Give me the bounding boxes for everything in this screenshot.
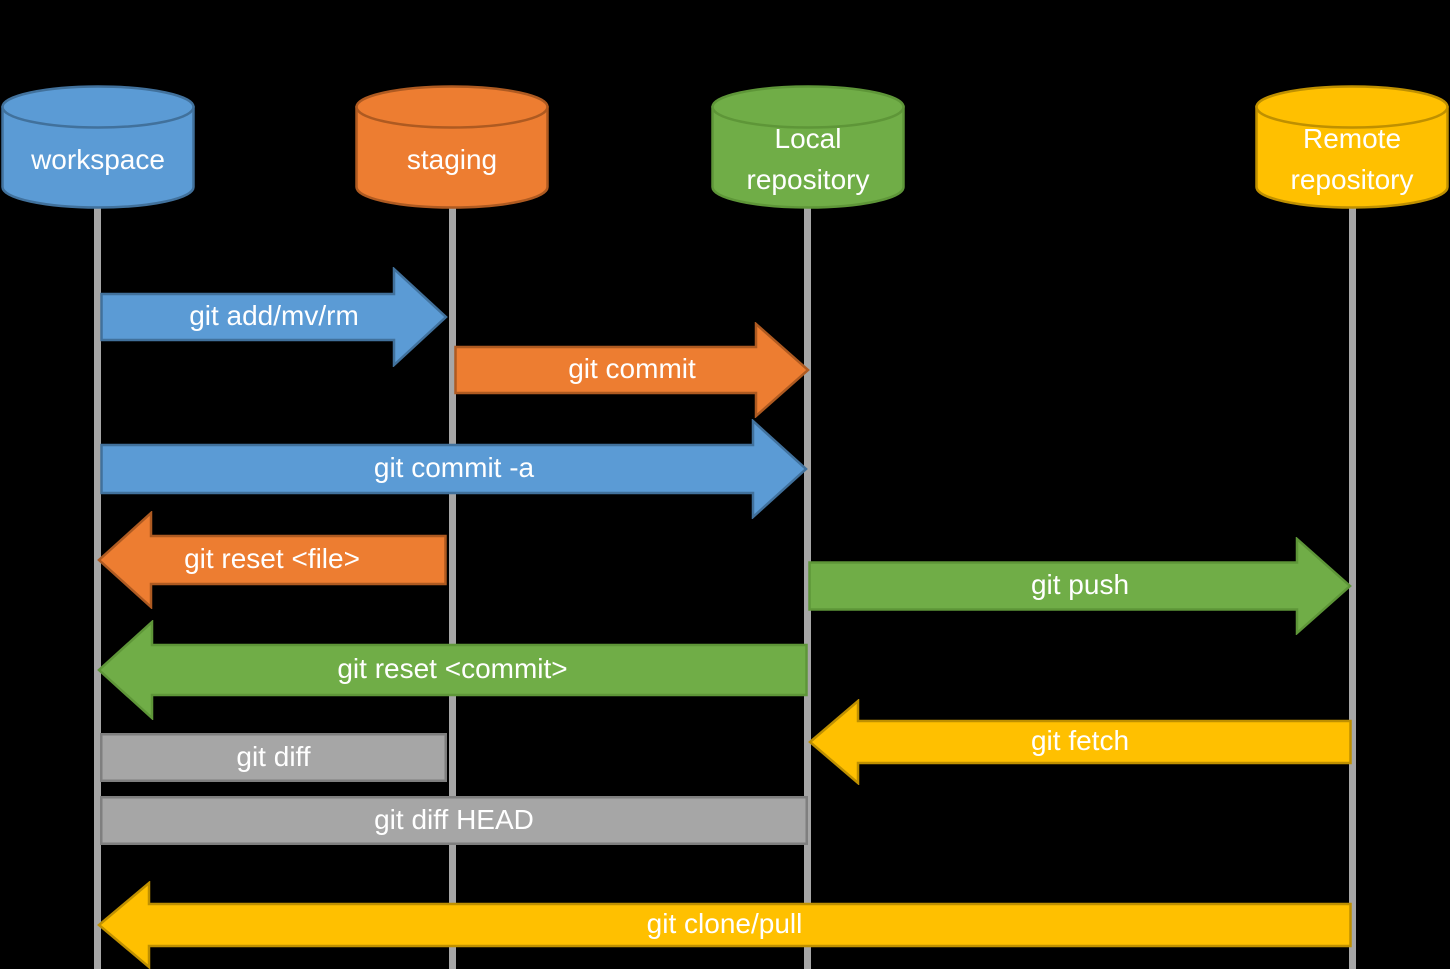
node-label: Remote repository	[1290, 123, 1414, 195]
flow-label: git commit -a	[373, 452, 535, 483]
cylinder-top	[1255, 85, 1449, 129]
node-label: Local repository	[746, 123, 870, 195]
flow-git-clone-pull: git clone/pull	[97, 881, 1352, 969]
cylinder-top	[1, 85, 195, 129]
node-workspace: workspace	[0, 84, 196, 210]
lifeline-workspace	[94, 205, 101, 969]
flow-git-reset-commit: git reset <commit>	[97, 620, 808, 720]
flow-git-push: git push	[808, 537, 1352, 635]
flow-git-diff-head: git diff HEAD	[100, 796, 808, 845]
node-staging: staging	[354, 84, 550, 210]
lifeline-remote-repository	[1349, 205, 1356, 969]
flow-label: git add/mv/rm	[189, 300, 359, 331]
bar-shape	[100, 733, 447, 782]
flow-label: git diff HEAD	[374, 803, 534, 835]
flow-label: git reset <commit>	[337, 653, 568, 684]
flow-git-diff: git diff	[100, 733, 447, 782]
flow-label: git clone/pull	[646, 908, 803, 939]
arrow-left-shape	[97, 881, 1352, 969]
flow-label: git push	[1030, 569, 1130, 600]
cylinder-body	[1, 105, 195, 209]
flow-git-fetch: git fetch	[808, 699, 1352, 785]
flow-label: git commit	[568, 353, 696, 384]
flow-git-commit: git commit	[454, 322, 810, 418]
flow-git-commit-a: git commit -a	[100, 419, 808, 519]
arrow-left-shape	[97, 511, 447, 609]
arrow-left-shape	[808, 699, 1352, 785]
arrow-right-shape	[808, 537, 1352, 635]
arrow-right-shape	[100, 267, 448, 367]
arrow-left-shape	[97, 620, 808, 720]
node-label: workspace	[31, 143, 165, 175]
lifeline-local-repository	[804, 205, 811, 969]
cylinder-body	[1255, 105, 1449, 209]
bar-shape	[100, 796, 808, 845]
cylinder-body	[711, 105, 905, 209]
flow-label: git reset <file>	[184, 543, 360, 574]
lifeline-staging	[449, 205, 456, 969]
cylinder-top	[711, 85, 905, 129]
arrow-right-shape	[454, 322, 810, 418]
flow-git-add-mv-rm: git add/mv/rm	[100, 267, 448, 367]
flow-label: git diff	[236, 740, 311, 772]
node-local-repository: Local repository	[710, 84, 906, 210]
node-remote-repository: Remote repository	[1254, 84, 1450, 210]
cylinder-body	[355, 105, 549, 209]
arrow-right-shape	[100, 419, 808, 519]
flow-git-reset-file: git reset <file>	[97, 511, 447, 609]
flow-label: git fetch	[1030, 725, 1130, 756]
cylinder-top	[355, 85, 549, 129]
node-label: staging	[406, 143, 498, 175]
